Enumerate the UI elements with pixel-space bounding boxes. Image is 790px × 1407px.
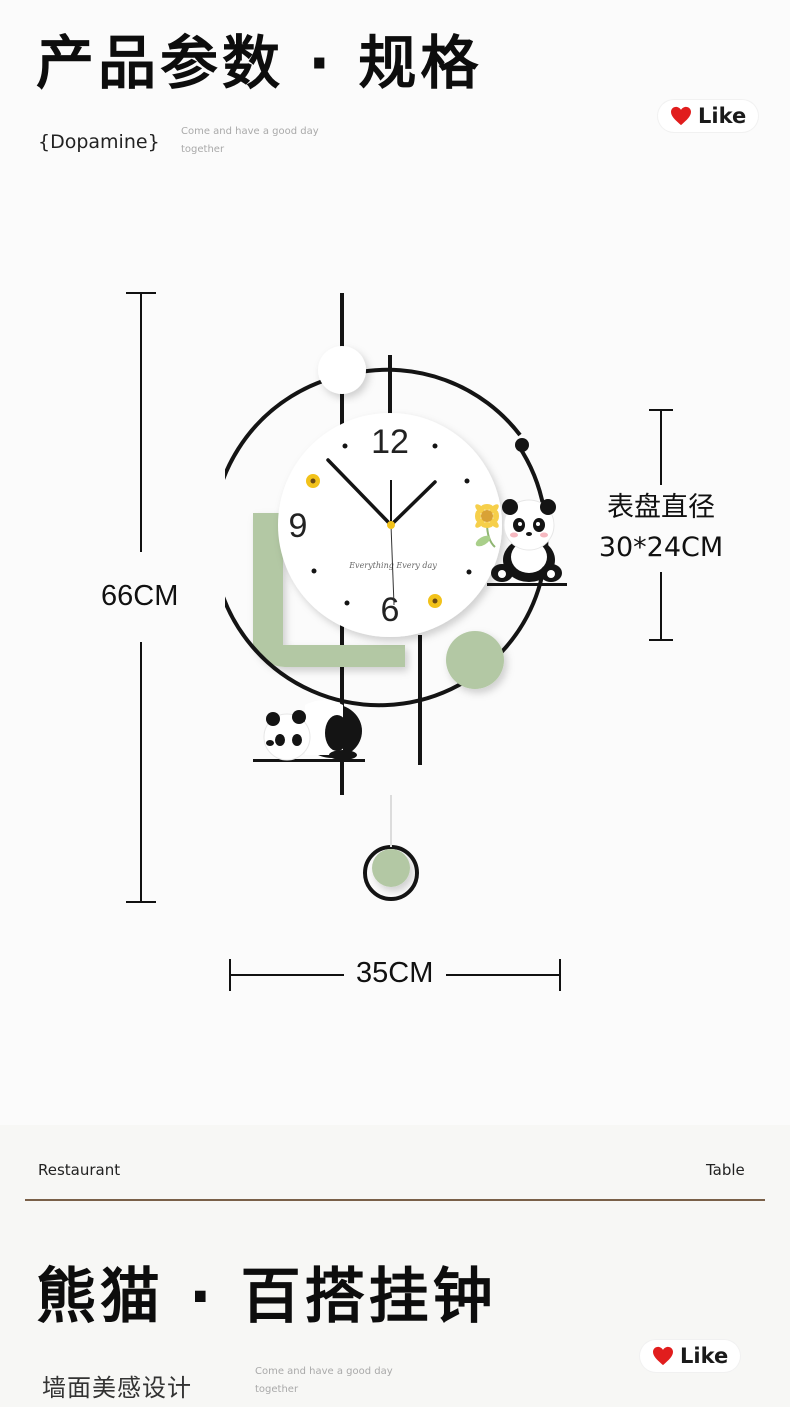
page-title: 产品参数 · 规格: [36, 29, 483, 97]
dial-size-label: 表盘直径 30*24CM: [592, 488, 730, 568]
footer-like-label: Like: [680, 1344, 729, 1368]
hour-hand: [389, 480, 437, 527]
minute-hand: [326, 458, 393, 527]
dial-size-value: 30*24CM: [598, 532, 724, 563]
heart-icon: [653, 1346, 673, 1366]
footer-like-button[interactable]: Like: [640, 1340, 741, 1372]
like-button[interactable]: Like: [658, 100, 759, 132]
green-disc: [446, 631, 504, 689]
height-dimension-line: [126, 292, 156, 903]
divider-line: [25, 1199, 765, 1201]
product-title: 熊猫 · 百搭挂钟: [36, 1262, 497, 1332]
info-right-label: Table: [706, 1161, 745, 1179]
info-left-label: Restaurant: [38, 1161, 121, 1179]
ring-end-ball: [515, 438, 529, 452]
sunflower-icon: [475, 504, 499, 548]
dial-size-title: 表盘直径: [607, 492, 715, 523]
width-label: 35CM: [356, 957, 434, 989]
white-moon-ball: [318, 346, 366, 394]
numeral-6: 6: [381, 591, 400, 629]
height-label: 66CM: [101, 580, 179, 612]
wall-clock-illustration: 12 9 6 Everything Every day: [225, 293, 567, 901]
sitting-panda-illustration: [487, 499, 567, 586]
product-subtitle: 墙面美感设计: [42, 1374, 192, 1402]
hand-center-cap: [387, 521, 395, 529]
flower-marker-left: [306, 474, 320, 488]
footer-tagline: Come and have a good day together: [255, 1366, 393, 1395]
like-label: Like: [698, 104, 747, 128]
header-tagline: Come and have a good day together: [181, 126, 319, 155]
flower-marker-right: [428, 594, 442, 608]
green-crescent-panel: [253, 513, 405, 667]
dial-dimension-line: [649, 409, 673, 641]
width-dimension-line: [229, 959, 561, 991]
pendulum-disc: [372, 849, 410, 887]
lying-panda-illustration: [253, 700, 365, 762]
second-hand: [390, 524, 395, 606]
heart-icon: [671, 106, 691, 126]
brand-name: {Dopamine}: [38, 131, 160, 153]
numeral-9: 9: [289, 507, 308, 545]
numeral-12: 12: [371, 423, 409, 461]
